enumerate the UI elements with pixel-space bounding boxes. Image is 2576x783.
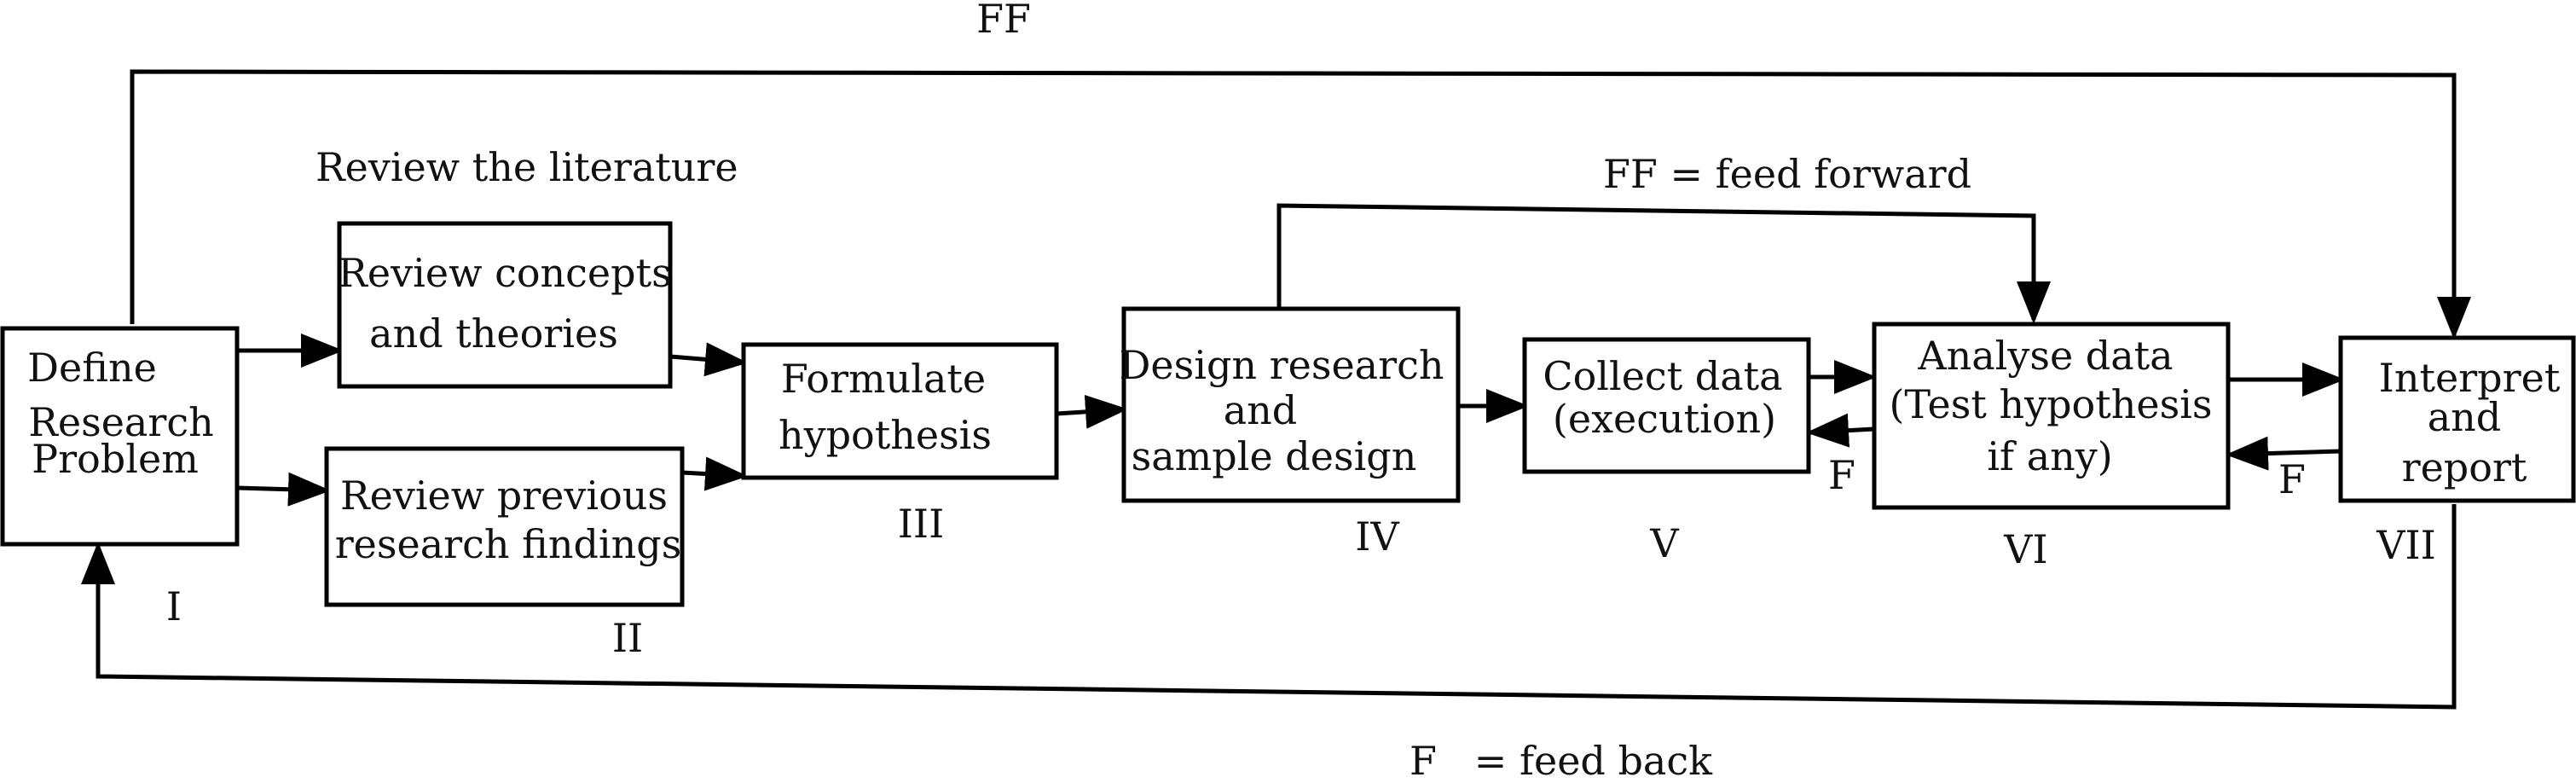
design-research-line-3: sample design xyxy=(1132,433,1417,479)
analyse-data-line-2: (Test hypothesis xyxy=(1889,381,2212,427)
review-concepts-box: Review concepts and theories xyxy=(337,221,673,389)
fb-outer-connector xyxy=(81,504,2457,710)
step-numeral-i: I xyxy=(166,583,182,629)
define-problem-box: Define Research Problem xyxy=(0,326,240,547)
ff-outer-connector xyxy=(130,69,2471,339)
design-research-box: Design research and sample design xyxy=(1120,306,1461,503)
interpret-report-line-2: and xyxy=(2428,394,2502,440)
arrow-findings-hypothesis xyxy=(681,456,748,491)
review-findings-line-2: research findings xyxy=(335,521,682,567)
arrow-concepts-hypothesis xyxy=(669,342,748,377)
review-findings-line-1: Review previous xyxy=(340,473,668,519)
analyse-data-box: Analyse data (Test hypothesis if any) xyxy=(1872,322,2231,510)
step-numeral-vii: VII xyxy=(2376,522,2436,568)
formulate-hypothesis-line-2: hypothesis xyxy=(779,412,992,458)
review-concepts-line-2: and theories xyxy=(369,310,618,357)
define-problem-line-2: Research xyxy=(28,399,214,445)
arrow-hypothesis-design xyxy=(1056,394,1128,429)
ff-legend-label: FF = feed forward xyxy=(1603,151,1971,197)
define-problem-line-1: Define xyxy=(27,345,157,391)
step-numeral-iv: IV xyxy=(1355,513,1399,560)
f-legend-label: F = feed back xyxy=(1410,738,1713,783)
formulate-hypothesis-box: Formulate hypothesis xyxy=(741,342,1059,480)
design-research-line-2: and xyxy=(1224,387,1298,433)
review-findings-box: Review previous research findings xyxy=(324,446,685,607)
ff-top-label: FF xyxy=(976,0,1031,42)
ff-design-analyse-connector xyxy=(1276,203,2051,324)
interpret-report-line-3: report xyxy=(2402,444,2527,490)
analyse-data-line-1: Analyse data xyxy=(1917,333,2173,379)
arrow-analyse-collect-feedback xyxy=(1806,413,1875,448)
analyse-data-line-3: if any) xyxy=(1987,433,2112,479)
collect-data-box: Collect data (execution) xyxy=(1522,337,1811,474)
interpret-report-line-1: Interpret xyxy=(2379,355,2561,401)
interpret-report-box: Interpret and report xyxy=(2338,335,2576,503)
step-numeral-ii: II xyxy=(612,615,643,661)
step-numeral-vi: VI xyxy=(2003,526,2047,572)
collect-data-line-1: Collect data xyxy=(1543,353,1782,399)
review-literature-label: Review the literature xyxy=(315,144,738,190)
review-concepts-line-1: Review concepts xyxy=(338,250,671,296)
step-numeral-v: V xyxy=(1649,520,1679,566)
define-problem-line-3: Problem xyxy=(32,436,199,482)
arrow-interpret-analyse-feedback xyxy=(2226,436,2342,471)
feedback-label-collect: F xyxy=(1828,452,1855,498)
arrow-define-findings xyxy=(236,472,331,507)
collect-data-line-2: (execution) xyxy=(1553,396,1776,442)
formulate-hypothesis-line-1: Formulate xyxy=(781,356,986,402)
design-research-line-1: Design research xyxy=(1120,342,1444,388)
step-numeral-iii: III xyxy=(898,501,945,547)
feedback-label-analyse: F xyxy=(2278,456,2306,502)
